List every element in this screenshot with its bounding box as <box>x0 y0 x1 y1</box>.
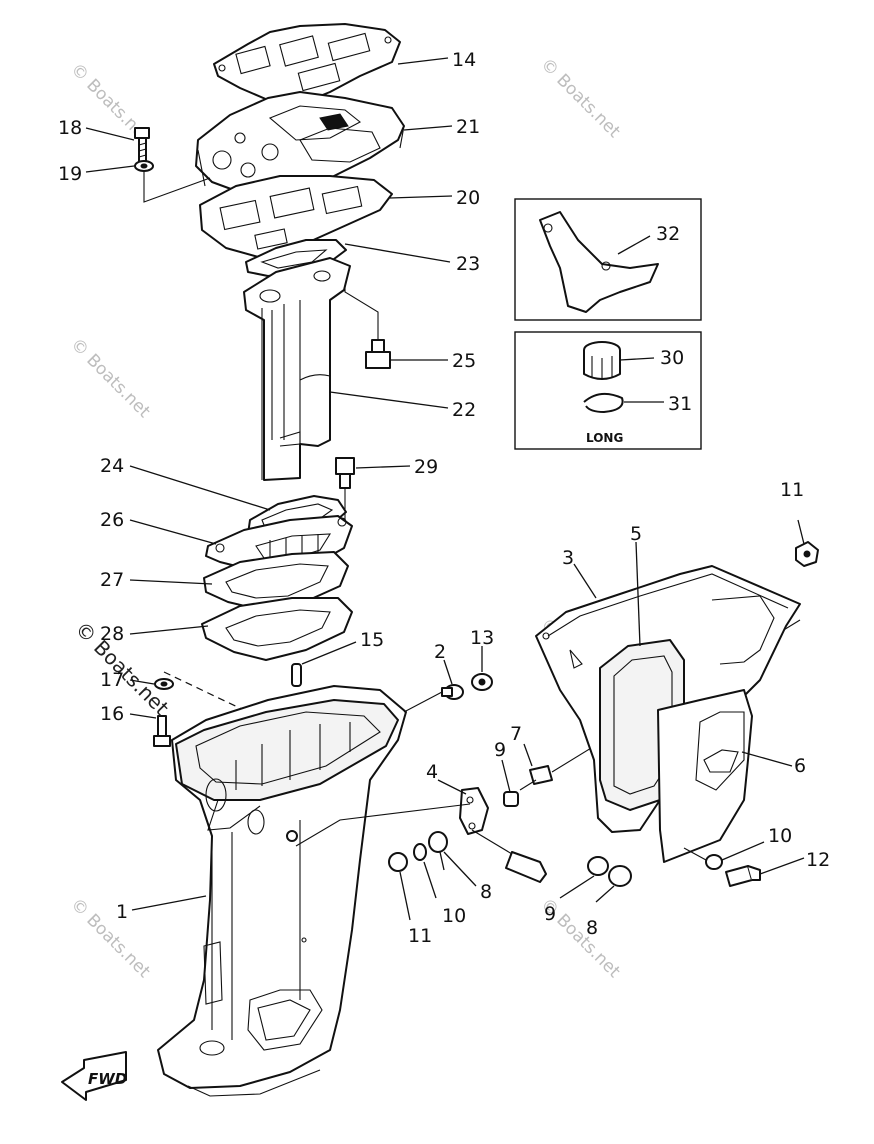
bolt-16[interactable] <box>153 715 171 747</box>
callout-10-a[interactable]: 10 <box>442 905 466 927</box>
fwd-label: FWD <box>88 1070 127 1088</box>
nut-11-b[interactable] <box>795 541 819 567</box>
callout-19[interactable]: 19 <box>58 163 82 185</box>
callout-30[interactable]: 30 <box>660 347 684 369</box>
upper-casing-1[interactable] <box>157 685 407 1097</box>
gasket-27[interactable] <box>203 551 349 611</box>
link-leader <box>295 803 471 847</box>
gasket-23[interactable] <box>245 239 347 277</box>
callout-7[interactable]: 7 <box>510 723 522 745</box>
clip-31[interactable] <box>583 392 624 413</box>
callout-11-b[interactable]: 11 <box>780 479 804 501</box>
callout-2[interactable]: 2 <box>434 641 446 663</box>
bracket-32[interactable] <box>539 211 659 313</box>
inset-long: LONG <box>514 331 702 450</box>
callout-27[interactable]: 27 <box>100 569 124 591</box>
callout-20[interactable]: 20 <box>456 187 480 209</box>
callout-31[interactable]: 31 <box>668 393 692 415</box>
callout-14[interactable]: 14 <box>452 49 476 71</box>
extension-22[interactable] <box>243 257 351 481</box>
gasket-20[interactable] <box>199 175 393 259</box>
collar-8-b[interactable] <box>608 865 632 887</box>
collar-8-a[interactable] <box>428 831 448 853</box>
callout-32[interactable]: 32 <box>656 223 680 245</box>
callout-1[interactable]: 1 <box>116 901 128 923</box>
watermark: © Boats.net <box>66 334 154 422</box>
cover-6[interactable] <box>657 595 775 863</box>
washer-17[interactable] <box>154 678 174 690</box>
callout-4[interactable]: 4 <box>426 761 438 783</box>
callout-9-b[interactable]: 9 <box>544 903 556 925</box>
gasket-14[interactable] <box>213 23 401 105</box>
bolt-12[interactable] <box>725 865 761 887</box>
washer-10-a[interactable] <box>413 843 427 861</box>
callout-15[interactable]: 15 <box>360 629 384 651</box>
fitting-2[interactable] <box>441 684 464 700</box>
nut-25[interactable] <box>344 280 391 369</box>
callout-29[interactable]: 29 <box>414 456 438 478</box>
callout-21[interactable]: 21 <box>456 116 480 138</box>
fwd-arrow-icon: FWD <box>61 1051 127 1101</box>
callout-25[interactable]: 25 <box>452 350 476 372</box>
callout-22[interactable]: 22 <box>452 399 476 421</box>
inset-32 <box>514 198 702 321</box>
callout-23[interactable]: 23 <box>456 253 480 275</box>
callout-8-a[interactable]: 8 <box>480 881 492 903</box>
callout-28[interactable]: 28 <box>100 623 124 645</box>
callout-16[interactable]: 16 <box>100 703 124 725</box>
callout-5[interactable]: 5 <box>630 523 642 545</box>
callout-10-b[interactable]: 10 <box>768 825 792 847</box>
callout-18[interactable]: 18 <box>58 117 82 139</box>
nut-30[interactable] <box>583 341 621 380</box>
plate-21[interactable] <box>195 91 405 197</box>
bracket-4[interactable] <box>459 787 489 835</box>
callout-3[interactable]: 3 <box>562 547 574 569</box>
leader-17 <box>163 671 249 713</box>
leader-18-19 <box>143 172 211 203</box>
grommet-13[interactable] <box>471 673 493 691</box>
leader-10-12 <box>683 847 707 861</box>
callout-8-b[interactable]: 8 <box>586 917 598 939</box>
callout-13[interactable]: 13 <box>470 627 494 649</box>
callout-24[interactable]: 24 <box>100 455 124 477</box>
leader-2 <box>403 691 443 713</box>
bolt-18[interactable] <box>134 127 150 163</box>
bolt-29[interactable] <box>335 457 355 520</box>
collar-9-a[interactable] <box>503 791 519 807</box>
callout-6[interactable]: 6 <box>794 755 806 777</box>
callout-17[interactable]: 17 <box>100 669 124 691</box>
callout-12[interactable]: 12 <box>806 849 830 871</box>
washer-10-b[interactable] <box>705 854 723 870</box>
leader-lines <box>85 57 805 921</box>
nut-11-a[interactable] <box>388 852 408 872</box>
callout-labels: 14 21 20 23 25 22 18 19 24 29 26 27 28 1… <box>58 49 830 947</box>
watermark: © Boats.net <box>66 894 154 982</box>
pin-15[interactable] <box>291 663 302 687</box>
collar-9-b[interactable] <box>587 856 609 876</box>
callout-26[interactable]: 26 <box>100 509 124 531</box>
bolt-long[interactable] <box>471 829 547 883</box>
callout-11-a[interactable]: 11 <box>408 925 432 947</box>
long-label: LONG <box>586 431 623 445</box>
callout-9-a[interactable]: 9 <box>494 739 506 761</box>
gasket-28[interactable] <box>201 597 353 661</box>
washer-19[interactable] <box>134 160 154 172</box>
watermark: © Boats.net <box>536 54 624 142</box>
